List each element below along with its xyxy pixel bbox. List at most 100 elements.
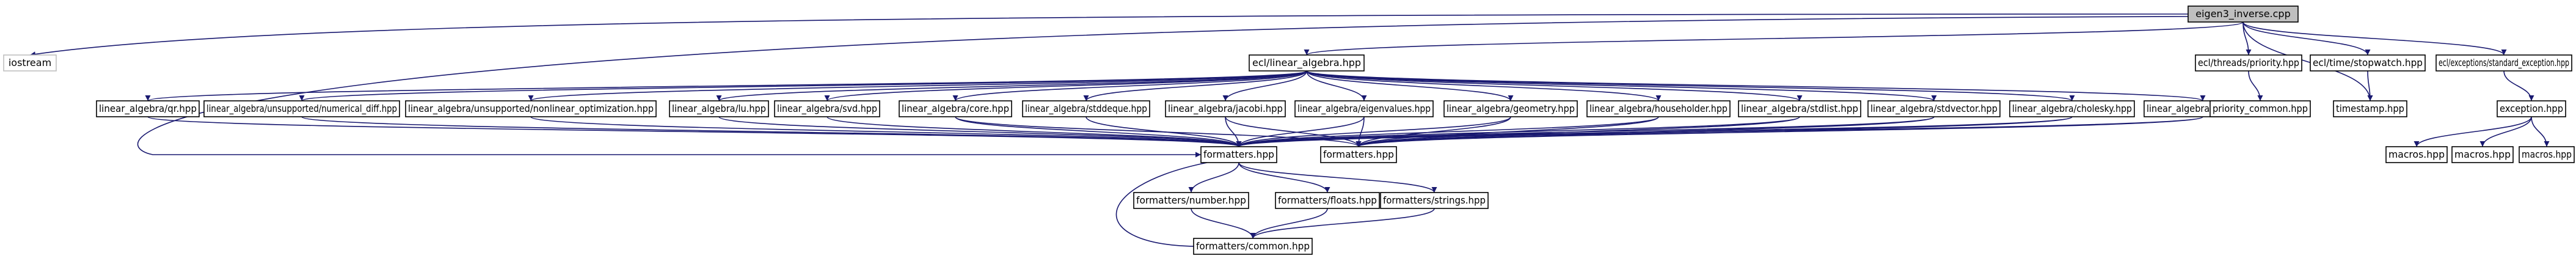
edge-fmt_floats-to-fmt_common (1250, 208, 1328, 239)
edge-la_dense-to-formatters_b (1356, 116, 2203, 147)
node-ecl-threads-priority[interactable]: ecl/threads/priority.hpp (2195, 54, 2302, 72)
node-label: iostream (9, 57, 51, 68)
node-box (2385, 146, 2448, 163)
node-label: linear_algebra/core.hpp (902, 103, 1009, 115)
node-fmt-strings[interactable]: formatters/strings.hpp (1380, 192, 1489, 209)
edge-la_svd-to-formatters_main (826, 116, 1242, 147)
edge-la_householder-to-formatters_main (1236, 116, 1659, 147)
node-label: macros.hpp (2522, 149, 2572, 160)
node-macros-1[interactable]: macros.hpp (2385, 146, 2448, 163)
node-label: formatters/strings.hpp (1383, 194, 1486, 206)
edge-ecl_linear_algebra-to-la_geometry (1306, 70, 1514, 101)
node-box (1380, 192, 1489, 209)
node-label: formatters/common.hpp (1196, 240, 1310, 252)
edge-la_jacobi-to-formatters_b (1225, 116, 1362, 147)
node-la-eigenvalues[interactable]: linear_algebra/eigenvalues.hpp (1294, 100, 1434, 117)
node-la-core[interactable]: linear_algebra/core.hpp (899, 100, 1012, 117)
node-label: exception.hpp (2500, 103, 2563, 114)
edge-fmt_number-to-fmt_common (1191, 208, 1256, 239)
node-box (96, 100, 200, 117)
node-box (203, 100, 400, 117)
node-box (1200, 146, 1277, 163)
node-label: macros.hpp (2454, 149, 2511, 160)
node-box (2451, 146, 2514, 163)
node-exception[interactable]: exception.hpp (2497, 100, 2566, 117)
node-label: linear_algebra/stddeque.hpp (1025, 103, 1147, 115)
node-macros-3[interactable]: macros.hpp (2519, 146, 2575, 163)
node-la-householder[interactable]: linear_algebra/householder.hpp (1586, 100, 1731, 117)
node-formatters-main[interactable]: formatters.hpp (1200, 146, 1277, 163)
node-label: eigen3_inverse.cpp (2195, 8, 2290, 20)
node-timestamp[interactable]: timestamp.hpp (2333, 100, 2407, 117)
node-label: linear_algebra/lu.hpp (672, 103, 766, 115)
node-label: formatters.hpp (1323, 149, 1394, 160)
node-label: formatters/floats.hpp (1278, 194, 1377, 206)
edge-ecl_time_stopwatch-to-timestamp (2367, 70, 2373, 101)
node-fmt-number[interactable]: formatters/number.hpp (1133, 192, 1249, 209)
edge-la_eigenvalues-to-formatters_main (1236, 116, 1365, 147)
edge-formatters_main-to-fmt_number (1188, 162, 1239, 193)
edge-la_stddeque-to-formatters_main (1085, 116, 1242, 147)
node-ecl-linear-algebra[interactable]: ecl/linear_algebra.hpp (1249, 54, 1365, 72)
node-label: ecl/time/stopwatch.hpp (2313, 57, 2423, 68)
node-label: linear_algebra/qr.hpp (99, 103, 197, 115)
edge-la_geometry-to-formatters_main (1236, 116, 1511, 147)
edge-root-to-ecl_time_stopwatch (2242, 21, 2371, 56)
node-box (2333, 100, 2407, 117)
node-la-svd[interactable]: linear_algebra/svd.hpp (774, 100, 880, 117)
header-nodes: eigen3_inverse.cpp iostream ecl/linear_alg… (3, 6, 2575, 255)
edge-ecl_linear_algebra-to-la_stdvector (1306, 70, 1937, 101)
node-label: linear_algebra/jacobi.hpp (1168, 103, 1283, 115)
node-box (2497, 100, 2566, 117)
node-box (2310, 54, 2426, 72)
node-la-stddeque[interactable]: linear_algebra/stddeque.hpp (1022, 100, 1150, 117)
node-root[interactable]: eigen3_inverse.cpp (2187, 6, 2299, 23)
edge-root-to-formatters_main (137, 16, 2189, 158)
edge-ecl_linear_algebra-to-la_core (952, 70, 1307, 101)
node-label: linear_algebra/svd.hpp (777, 103, 877, 115)
node-la-geometry[interactable]: linear_algebra/geometry.hpp (1443, 100, 1578, 117)
node-la-unsup-nonlinear[interactable]: linear_algebra/unsupported/nonlinear_opt… (405, 100, 657, 117)
node-box (899, 100, 1012, 117)
edge-formatters_main-to-fmt_floats (1238, 162, 1330, 193)
node-la-stdlist[interactable]: linear_algebra/stdlist.hpp (1738, 100, 1861, 117)
node-box (2009, 100, 2135, 117)
node-ecl-time-stopwatch[interactable]: ecl/time/stopwatch.hpp (2310, 54, 2426, 72)
edge-ecl_linear_algebra-to-la_dense (1306, 70, 2205, 101)
node-box (2195, 54, 2302, 72)
node-priority-common[interactable]: priority_common.hpp (2209, 100, 2311, 117)
node-box (774, 100, 880, 117)
node-macros-2[interactable]: macros.hpp (2451, 146, 2514, 163)
node-fmt-common[interactable]: formatters/common.hpp (1193, 238, 1313, 255)
node-iostream[interactable]: iostream (3, 54, 57, 72)
node-label: linear_algebra/stdvector.hpp (1870, 103, 1998, 115)
node-box (3, 54, 57, 72)
node-la-jacobi[interactable]: linear_algebra/jacobi.hpp (1165, 100, 1286, 117)
node-label: linear_algebra/geometry.hpp (1447, 103, 1575, 115)
edge-la_stdvector-to-formatters_main (1236, 116, 1935, 147)
edge-ecl_linear_algebra-to-la_lu (716, 70, 1307, 101)
node-label: ecl/exceptions/standard_exception.hpp (2439, 57, 2569, 69)
node-ecl-exceptions-standard[interactable]: ecl/exceptions/standard_exception.hpp (2436, 54, 2572, 72)
edge-exception-to-macros_3 (2531, 116, 2550, 147)
node-box (2436, 54, 2572, 72)
node-la-stdvector[interactable]: linear_algebra/stdvector.hpp (1867, 100, 2001, 117)
node-formatters-b[interactable]: formatters.hpp (1320, 146, 1397, 163)
dependency-edges (29, 13, 2550, 249)
edge-ecl_linear_algebra-to-la_householder (1306, 70, 1662, 101)
edge-ecl_threads_priority-to-priority_common (2248, 70, 2263, 101)
node-box (1320, 146, 1397, 163)
edge-la_core-to-formatters_main (955, 116, 1242, 147)
edge-root-to-timestamp (2242, 21, 2373, 101)
node-la-lu[interactable]: linear_algebra/lu.hpp (669, 100, 769, 117)
node-la-qr[interactable]: linear_algebra/qr.hpp (96, 100, 200, 117)
node-box (1294, 100, 1434, 117)
edge-exception-to-macros_2 (2479, 116, 2532, 147)
node-box (1275, 192, 1380, 209)
node-la-unsup-numdiff[interactable]: linear_algebra/unsupported/numerical_dif… (203, 100, 400, 117)
edge-exception-to-macros_1 (2414, 116, 2532, 147)
edge-la_stdlist-to-formatters_main (1236, 116, 1800, 147)
node-la-cholesky[interactable]: linear_algebra/cholesky.hpp (2009, 100, 2135, 117)
node-fmt-floats[interactable]: formatters/floats.hpp (1275, 192, 1380, 209)
